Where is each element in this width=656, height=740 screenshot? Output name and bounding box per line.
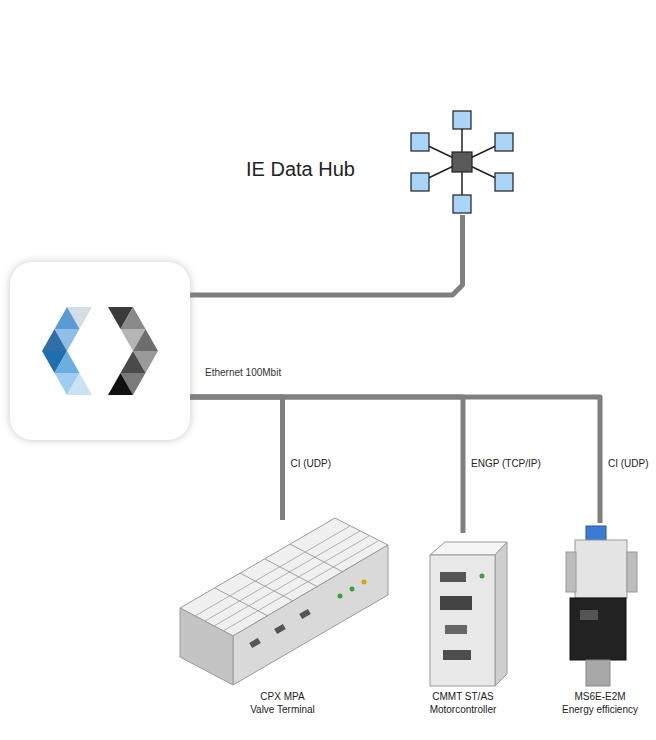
valve-terminal-picture-part: [223, 541, 378, 631]
device-node: CMMT ST/ASMotorcontroller: [412, 533, 514, 716]
protocol-label: CI (UDP): [291, 458, 332, 470]
valve-terminal-picture-part: [274, 624, 286, 634]
hub-icon-part: [453, 195, 471, 213]
valve-terminal-picture-part: [338, 594, 343, 599]
motor-controller-picture: [430, 542, 507, 686]
logo-mark-part: [55, 351, 80, 373]
hub-icon-part: [452, 152, 472, 172]
valve-terminal-picture: [180, 518, 388, 685]
device-node: CPX MPAValve Terminal: [170, 520, 395, 716]
valve-terminal-picture-part: [205, 531, 360, 621]
valve-terminal-picture-part: [233, 545, 388, 685]
logo-mark-part: [121, 351, 146, 373]
energy-module-picture: [566, 526, 637, 686]
motor-controller-picture-part: [440, 572, 466, 582]
valve-terminal-picture-part: [240, 573, 293, 601]
energy-module-picture-part: [627, 552, 637, 592]
logo-mark-part: [121, 307, 146, 329]
valve-terminal-picture-part: [362, 580, 367, 585]
hub-icon-part: [495, 133, 513, 151]
device-caption: Motorcontroller: [430, 703, 497, 716]
device-caption: CMMT ST/AS: [432, 690, 493, 703]
network-wire: [190, 215, 463, 295]
hub-node: IE Data Hub: [405, 105, 520, 215]
network-wire: [190, 397, 600, 523]
device-caption: Valve Terminal: [250, 703, 315, 716]
energy-module-picture-part: [586, 660, 610, 686]
logo-mark: [42, 307, 158, 395]
network-wire: [190, 397, 283, 520]
motor-controller-picture-part: [445, 625, 467, 634]
motor-controller-picture-part: [480, 574, 485, 579]
valve-terminal-picture-part: [290, 544, 343, 572]
hub-icon-part: [495, 173, 513, 191]
logo-mark-part: [67, 373, 92, 395]
hub-icon: [411, 111, 513, 213]
motor-controller-picture-part: [430, 555, 495, 686]
energy-module-picture-part: [570, 598, 626, 660]
protocol-label: ENGP (TCP/IP): [471, 458, 541, 470]
controller-node: [10, 262, 190, 440]
motor-controller-picture-part: [440, 596, 472, 610]
valve-terminal-picture-part: [214, 536, 369, 626]
valve-terminal-picture-part: [350, 587, 355, 592]
energy-module-picture-part: [566, 552, 576, 592]
logo-mark-part: [42, 329, 67, 351]
network-wire: [190, 397, 463, 533]
motor-controller-picture-part: [495, 542, 507, 686]
energy-module-picture-part: [580, 610, 598, 620]
valve-terminal-picture-part: [215, 588, 268, 616]
valve-terminal-picture-part: [249, 638, 261, 648]
valve-terminal-picture-part: [299, 609, 311, 619]
network-label: Ethernet 100Mbit: [205, 367, 281, 379]
logo-mark-part: [133, 329, 158, 351]
device-caption: Energy efficiency: [562, 703, 638, 716]
protocol-label: CI (UDP): [608, 458, 649, 470]
motor-controller-picture-part: [430, 542, 507, 555]
valve-terminal-picture-part: [265, 559, 318, 587]
hub-icon-part: [411, 133, 429, 151]
logo-mark-part: [55, 307, 80, 329]
hub-icon-part: [453, 111, 471, 129]
device-caption: CPX MPA: [260, 690, 304, 703]
device-caption: MS6E-E2M: [574, 690, 625, 703]
device-node: MS6E-E2MEnergy efficiency: [550, 523, 650, 716]
hub-label: IE Data Hub: [246, 157, 355, 181]
energy-module-picture-part: [575, 540, 627, 598]
hub-icon-part: [411, 173, 429, 191]
motor-controller-picture-part: [443, 650, 471, 660]
energy-module-picture-part: [586, 526, 606, 540]
logo-tile: [10, 262, 190, 440]
logo-mark-part: [108, 373, 133, 395]
